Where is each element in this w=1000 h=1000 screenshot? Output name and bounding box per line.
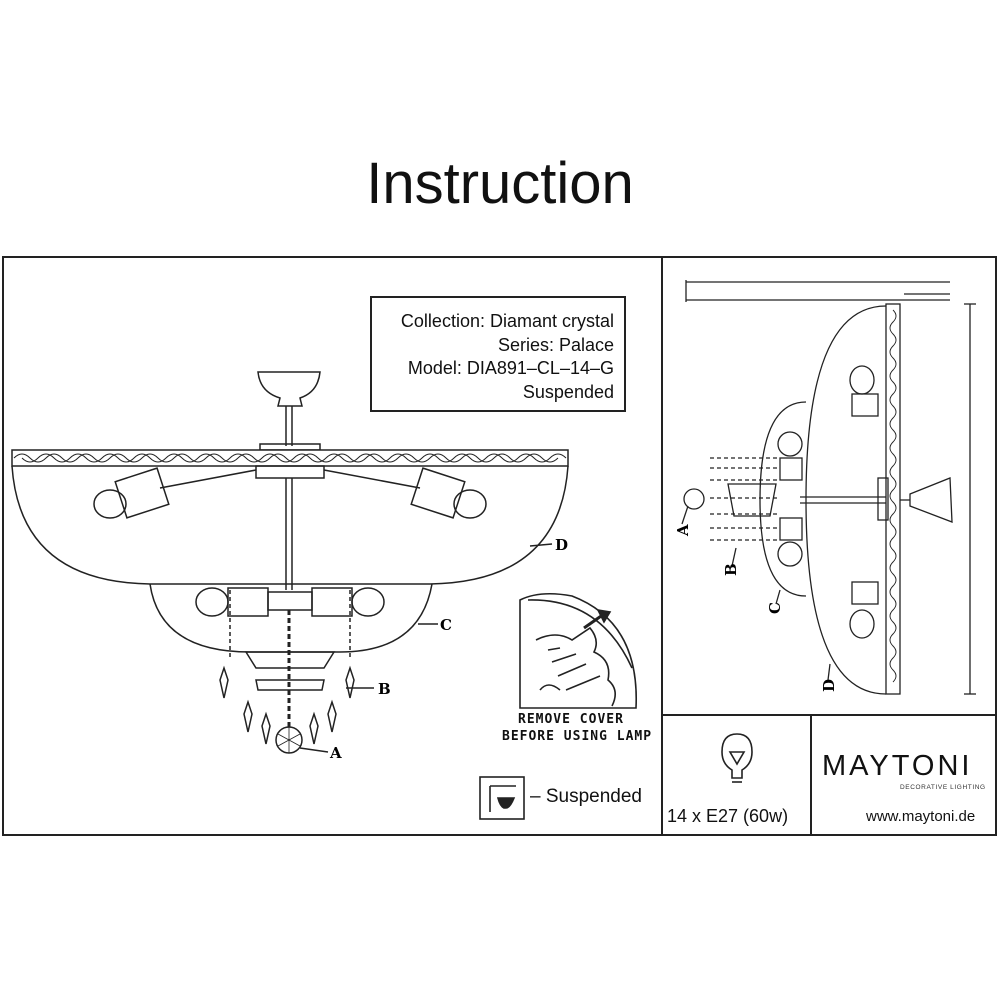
series-line: Series: Palace — [497, 334, 614, 355]
model-line: Model: DIA891–CL–14–G — [407, 358, 614, 378]
mount-line: Suspended — [522, 381, 614, 402]
part-label-d: D — [555, 536, 568, 554]
legend-suspended-text: – Suspended — [530, 786, 642, 807]
divider-vertical — [661, 256, 663, 836]
part-label-a: A — [329, 744, 342, 762]
collection-line: Collection: Diamant crystal — [400, 311, 614, 331]
part-label-c: C — [440, 616, 452, 634]
divider-horizontal — [663, 714, 997, 716]
instruction-sheet — [2, 256, 997, 836]
remove-cover-caption-line1: REMOVE COVER — [518, 712, 624, 727]
remove-cover-caption-line2: BEFORE USING LAMP — [502, 729, 653, 744]
side-label-b: B — [722, 563, 740, 576]
brand-logo: MAYTONI — [822, 750, 973, 782]
product-info-box: Collection: Diamant crystal Series: Pala… — [370, 296, 626, 412]
brand-url: www.maytoni.de — [866, 808, 976, 825]
part-label-b: B — [378, 680, 391, 698]
side-label-a: A — [674, 524, 692, 537]
side-label-c: C — [766, 602, 784, 614]
lamp-spec-text: 14 x E27 (60w) — [667, 806, 789, 826]
page-title: Instruction — [366, 151, 634, 216]
divider-lamp-brand — [810, 714, 812, 836]
brand-tagline: DECORATIVE LIGHTING — [900, 784, 986, 791]
side-label-d: D — [820, 679, 838, 692]
